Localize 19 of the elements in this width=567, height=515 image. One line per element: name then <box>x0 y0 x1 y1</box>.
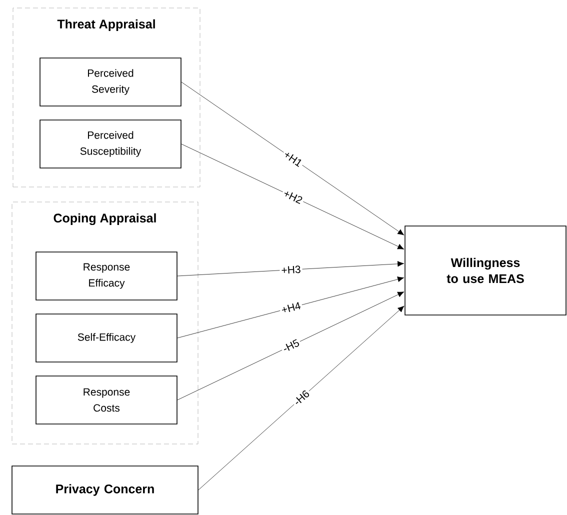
arrow <box>198 306 404 490</box>
construct-box: Self-Efficacy <box>36 314 178 362</box>
construct-box: Response Costs <box>36 376 178 424</box>
construct-box: Willingness to use MEAS <box>404 226 566 316</box>
edge-label: +H4 <box>282 302 301 312</box>
construct-box: Perceived Susceptibility <box>40 120 182 168</box>
construct-box: Privacy Concern <box>12 466 198 514</box>
arrow <box>181 82 404 236</box>
arrow <box>181 144 404 250</box>
edge-label: -H5 <box>284 339 300 351</box>
arrow <box>177 261 404 276</box>
edge-label: -H6 <box>296 390 310 404</box>
edge-label: +H3 <box>282 266 300 274</box>
edge-label: +H1 <box>285 152 302 167</box>
construct-box: Perceived Severity <box>40 58 182 106</box>
construct-box: Response Efficacy <box>36 252 178 300</box>
edge-label: +H2 <box>284 192 302 204</box>
arrow <box>177 292 404 400</box>
arrow <box>177 276 404 338</box>
